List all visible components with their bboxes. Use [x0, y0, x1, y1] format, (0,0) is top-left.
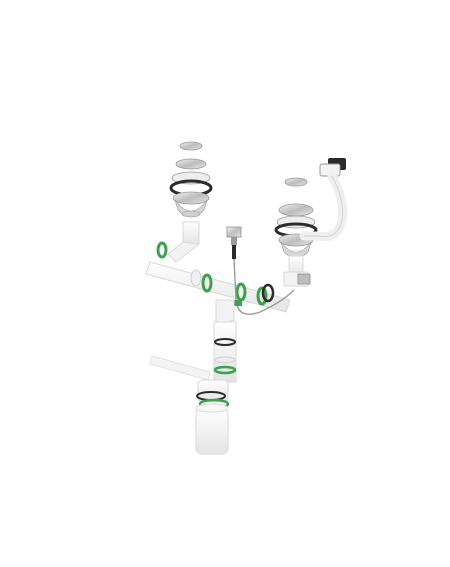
black-gasket-icon [261, 283, 275, 303]
green-seal-ring-icon [156, 241, 168, 259]
horizontal-drain-pipe-icon [145, 261, 291, 313]
right-tee-connector-icon [283, 255, 311, 287]
remote-cable-icon [233, 258, 295, 315]
black-gasket-icon [214, 338, 236, 346]
green-seal-ring-icon [213, 365, 237, 375]
pop-up-knob-icon [226, 226, 242, 259]
left-elbow-pipe-icon [156, 221, 201, 263]
left-strainer-basket-icon [169, 141, 213, 218]
vertical-drain-pipe-icon [149, 299, 237, 383]
right-strainer-basket-icon [274, 177, 318, 259]
green-seal-ring-icon [201, 273, 213, 293]
green-seal-ring-icon [256, 286, 268, 306]
bottle-trap-icon [195, 379, 230, 455]
